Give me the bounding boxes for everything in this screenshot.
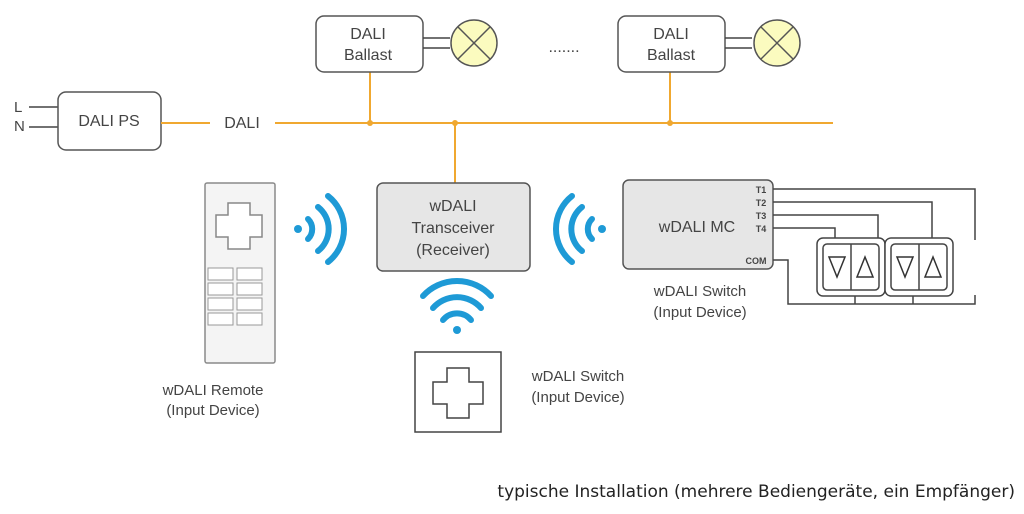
remote-label-line2: (Input Device) [166,402,259,419]
mc-terminal-t4: T4 [756,224,767,234]
switch-bottom-label-line1: wDALI Switch [531,368,625,385]
junction-dot [452,120,458,126]
ballast-box [315,15,424,73]
mc-label: wDALI MC [658,219,735,236]
wireless-signal-icon [294,193,347,265]
arrow-up-icon [855,254,875,278]
wall-switch-device [414,351,502,433]
ballast-label-line1: DALI [350,26,386,43]
switch-cross-pad-icon [432,367,484,419]
caption: typische Installation (mehrere Bedienger… [497,482,1015,502]
junction-dot [667,120,673,126]
ballast-box [617,15,726,73]
switch-bottom-label-line2: (Input Device) [531,389,624,406]
transceiver-box [376,182,531,272]
lamp-icon [450,19,498,67]
supply-n-label: N [14,118,25,135]
switch-right-label-line2: (Input Device) [653,304,746,321]
remote-device [204,182,276,364]
wifi-signal-icon [420,277,494,334]
transceiver-label-line3: (Receiver) [416,242,490,259]
rocker-switch-icon [884,237,954,297]
remote-label-line1: wDALI Remote [162,382,264,399]
transceiver-label-line2: Transceiver [412,220,496,237]
arrow-down-icon [827,256,847,280]
supply-l-label: L [14,99,22,116]
wireless-signal-icon [553,193,606,265]
junction-dot [367,120,373,126]
arrow-up-icon [923,254,943,278]
arrow-down-icon [895,256,915,280]
ballast-label-line1: DALI [653,26,689,43]
mc-box [622,179,774,270]
rocker-switch-icon [816,237,886,297]
mc-wiring [773,188,976,305]
switch-right-label-line1: wDALI Switch [653,283,747,300]
bus-label: DALI [224,115,260,132]
dali-ps-box [57,91,162,151]
dali-ps-label: DALI PS [78,113,139,130]
mc-terminal-com: COM [746,256,767,266]
transceiver-label-line1: wDALI [428,198,476,215]
mc-terminal-t1: T1 [756,185,767,195]
mc-terminal-t3: T3 [756,211,767,221]
remote-cross-pad-icon [215,202,263,250]
ellipsis: ....... [548,39,579,56]
lamp-icon [753,19,801,67]
ballast-label-line2: Ballast [647,47,696,64]
mc-terminal-t2: T2 [756,198,767,208]
ballast-label-line2: Ballast [344,47,393,64]
